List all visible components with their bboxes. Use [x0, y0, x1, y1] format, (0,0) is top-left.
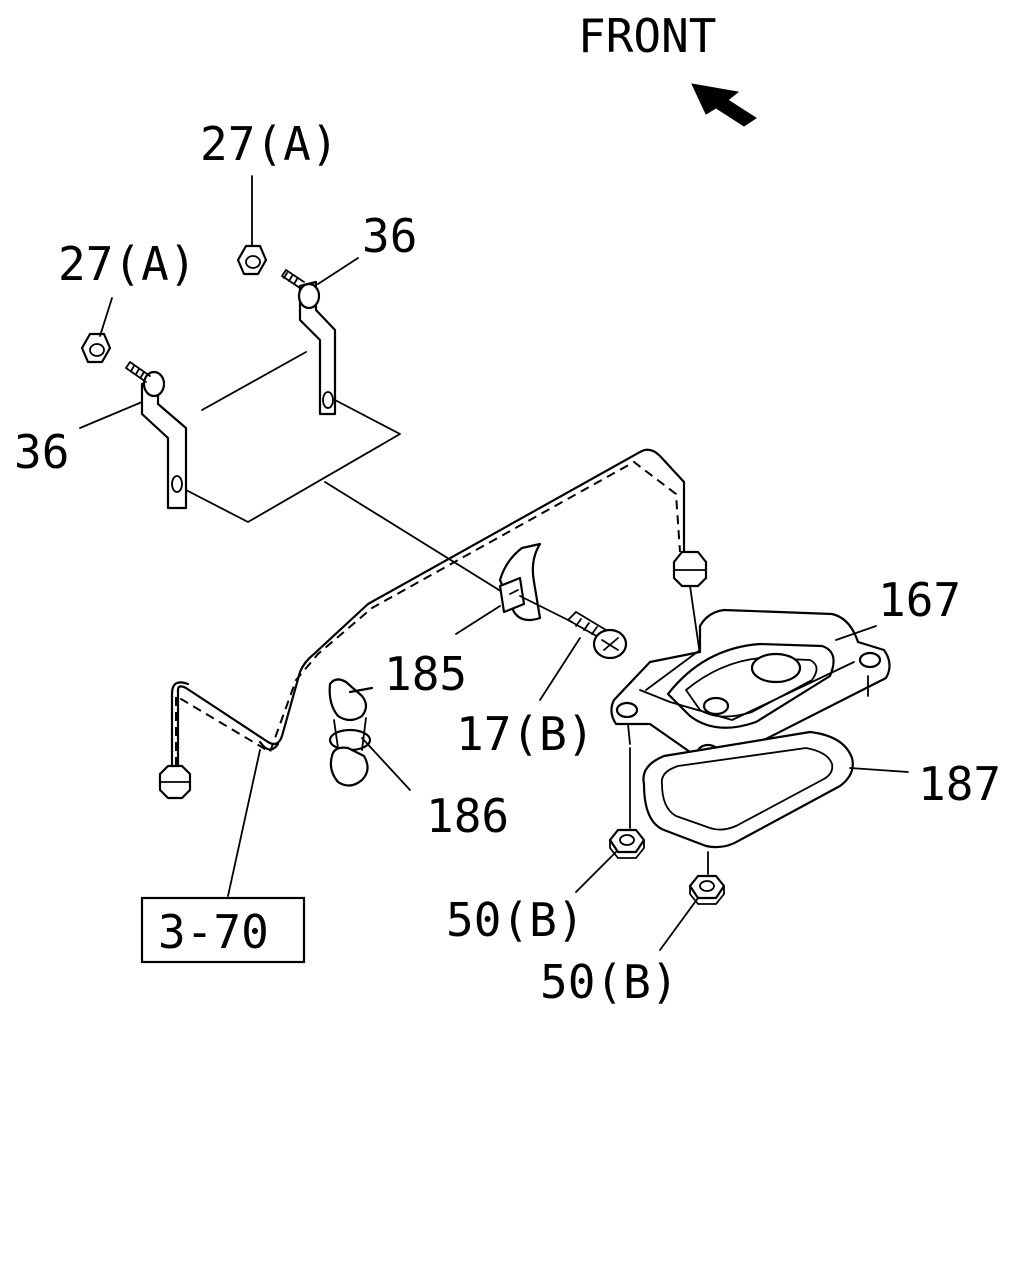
clamp-185 — [498, 542, 573, 623]
bolt-36-upper — [281, 269, 305, 289]
callout-36-left: 36 — [14, 425, 69, 479]
callout-167: 167 — [878, 573, 961, 627]
callout-187: 187 — [918, 757, 1001, 811]
bracket-left — [140, 370, 188, 510]
front-arrow-icon — [691, 83, 757, 127]
harness-pipe — [158, 448, 709, 800]
bracket-assembly-outline — [185, 351, 513, 599]
reference-box[interactable]: 3-70 — [140, 896, 306, 964]
harness-connector-right — [672, 550, 708, 588]
callout-50b-low: 50(B) — [540, 955, 678, 1009]
bracket-upper — [297, 280, 337, 416]
bolt-36-left — [125, 361, 151, 383]
callout-17b: 17(B) — [456, 707, 594, 761]
callout-185: 185 — [384, 647, 467, 701]
screw-17b — [567, 611, 628, 660]
nut-27a-left — [80, 332, 112, 364]
nut-50b-mid — [608, 747, 646, 859]
callout-27a-left: 27(A) — [58, 237, 196, 291]
leader-lines — [79, 175, 909, 951]
gasket-187 — [642, 730, 854, 849]
callout-186: 186 — [426, 789, 509, 843]
nut-50b-low — [688, 851, 726, 905]
callout-50b-mid: 50(B) — [446, 893, 584, 947]
front-indicator: FRONT — [578, 9, 757, 127]
clip-186 — [328, 678, 374, 787]
nut-27a-upper — [236, 244, 268, 276]
callout-labels: 27(A) 27(A) 36 36 167 187 185 17(B) 186 … — [14, 117, 1001, 1009]
reference-label: 3-70 — [158, 905, 269, 959]
callout-36-upper: 36 — [362, 209, 417, 263]
harness-connector-left — [158, 764, 192, 800]
front-label: FRONT — [578, 9, 716, 63]
callout-27a-upper: 27(A) — [200, 117, 338, 171]
